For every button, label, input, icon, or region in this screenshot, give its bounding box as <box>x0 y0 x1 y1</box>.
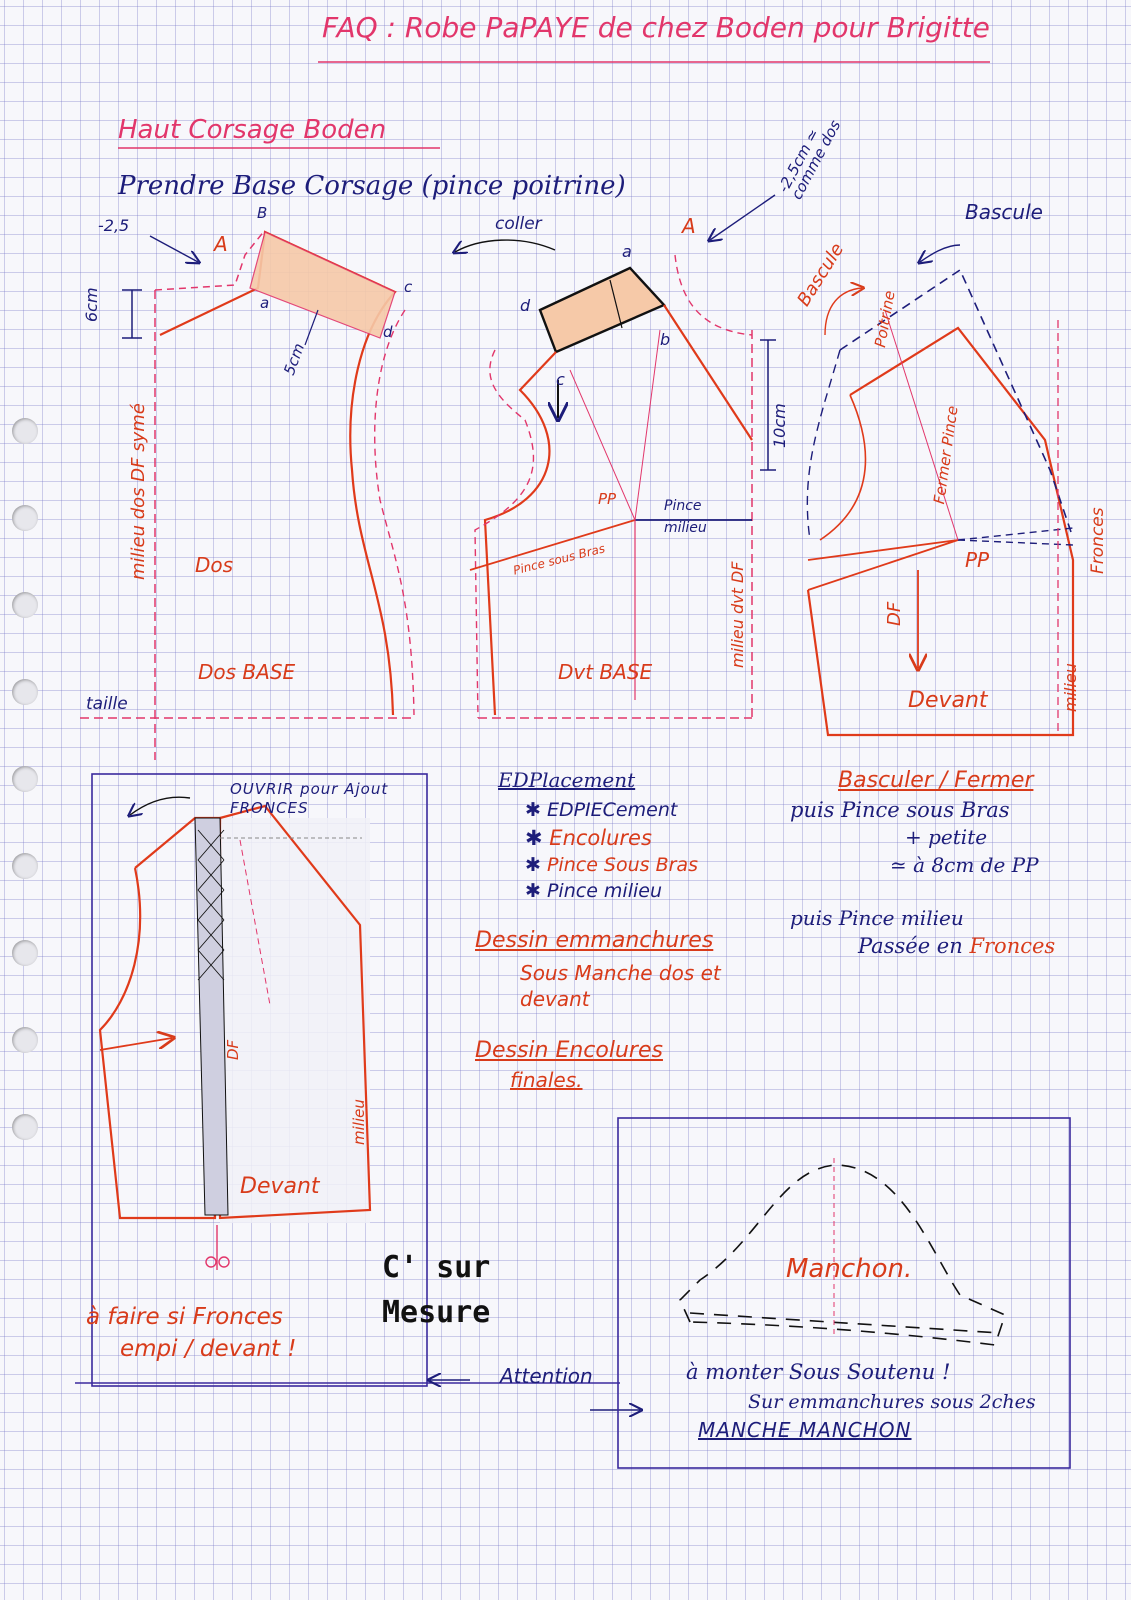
open-center-label: milieu <box>350 1099 368 1145</box>
back-measure-left: -2,5 <box>98 216 130 235</box>
puis-pince-milieu: puis Pince milieu <box>790 906 964 930</box>
binder-hole <box>12 1027 38 1053</box>
pivot-center-label: milieu <box>1061 663 1080 712</box>
a-faire-line2: empi / devant ! <box>120 1336 297 1362</box>
dessin-emmanchures-body: Sous Manche dos et devant <box>520 961 721 1011</box>
front-measure-10cm: 10cm <box>770 403 789 448</box>
front-point-d: d <box>520 296 531 315</box>
front-point-c: c <box>556 370 565 389</box>
back-point-d: d <box>383 323 393 341</box>
back-point-a: a <box>260 294 270 312</box>
monter-line2: Sur emmanchures sous 2ches <box>748 1391 1036 1413</box>
page-title: FAQ : Robe PaPAYE de chez Boden pour Bri… <box>322 11 990 44</box>
pivot-pp: PP <box>965 548 990 572</box>
passee-en-line: Passée en Fronces <box>858 936 1055 957</box>
manche-manchon: MANCHE MANCHON <box>698 1418 912 1442</box>
back-point-c: c <box>404 278 413 296</box>
emplacement-item-text: Pince milieu <box>546 880 662 902</box>
basculer-title: Basculer / Fermer <box>838 768 1034 793</box>
front-pattern <box>455 194 776 719</box>
front-point-a: a <box>622 242 632 261</box>
binder-hole <box>12 679 38 705</box>
fronces-word: Fronces <box>969 934 1056 958</box>
front-center-label: milieu dvt DF <box>728 561 747 669</box>
stamp-line1: C' sur <box>382 1250 491 1285</box>
pivot-label: Devant <box>908 688 988 713</box>
section-title: Haut Corsage Boden <box>118 115 387 145</box>
front-point-A: A <box>682 214 696 238</box>
manchon-label: Manchon. <box>786 1254 913 1284</box>
open-note: OUVRIR pour Ajout FRONCES <box>230 780 389 817</box>
front-pp: PP <box>598 490 617 508</box>
pivot-pattern <box>806 244 1075 737</box>
back-base-label: Dos BASE <box>198 660 296 684</box>
front-pince-milieu: Pince milieu <box>664 498 707 537</box>
a-faire-line1: à faire si Fronces <box>86 1304 283 1330</box>
binder-hole <box>12 418 38 444</box>
dessin-emmanchures-title: Dessin emmanchures <box>475 928 714 953</box>
instruction-text: Prendre Base Corsage (pince poitrine) <box>118 171 626 201</box>
emplacement-item: ✱ EDPIECement <box>525 799 678 821</box>
front-coller: coller <box>495 214 542 234</box>
front-base-label: Dvt BASE <box>558 660 653 684</box>
attention-label: Attention <box>500 1364 593 1388</box>
binder-hole <box>12 766 38 792</box>
dessin-encolures-title: Dessin Encolures <box>475 1038 663 1063</box>
back-point-B: B <box>257 204 268 222</box>
back-measure-6cm: 6cm <box>82 287 101 322</box>
basculer-line2: + petite <box>905 825 988 849</box>
binder-hole <box>12 505 38 531</box>
emplacement-item: ✱ Pince milieu <box>525 880 662 902</box>
back-waist-label: taille <box>86 694 128 714</box>
passee-en: Passée en <box>858 934 963 958</box>
pivot-fronces: Fronces <box>1088 507 1108 574</box>
front-point-b: b <box>660 330 671 349</box>
back-pattern <box>80 229 415 760</box>
emplacement-item: ✱ Pince Sous Bras <box>525 854 698 876</box>
basculer-line3: ≃ à 8cm de PP <box>890 853 1039 877</box>
dessin-encolures-body: finales. <box>510 1068 583 1092</box>
open-pattern <box>91 773 428 1387</box>
stamp-line2: Mesure <box>382 1295 491 1330</box>
pivot-bascule-2: Bascule <box>965 200 1043 224</box>
pivot-df: DF <box>884 601 905 626</box>
manchon-box <box>617 1117 1071 1469</box>
basculer-line1: puis Pince sous Bras <box>790 798 1010 822</box>
binder-hole <box>12 1114 38 1140</box>
back-label: Dos <box>195 553 234 577</box>
monter-line1: à monter Sous Soutenu ! <box>686 1360 951 1384</box>
emplacement-item: ✱ Encolures <box>525 826 652 850</box>
back-point-A: A <box>214 232 228 256</box>
emplacement-item-text: EDPIECement <box>546 799 678 821</box>
open-label: Devant <box>240 1174 320 1199</box>
binder-hole <box>12 940 38 966</box>
binder-hole <box>12 592 38 618</box>
emplacement-item-text: Pince Sous Bras <box>546 854 698 876</box>
emplacement-title: EDPlacement <box>498 768 636 792</box>
back-center-label: milieu dos DF symé <box>128 403 149 580</box>
open-df: DF <box>224 1039 242 1060</box>
binder-hole <box>12 853 38 879</box>
emplacement-item-text: Encolures <box>549 826 652 850</box>
